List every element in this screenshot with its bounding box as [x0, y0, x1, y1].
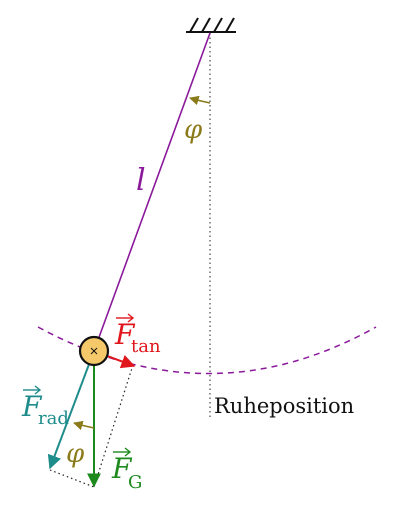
force-decomposition-line-right: [93, 364, 134, 488]
angle-marker-top: [189, 95, 211, 106]
angle-marker-bottom: [73, 420, 95, 431]
ceiling-mount-icon: [186, 17, 236, 33]
tangential-force-symbol: F: [114, 318, 136, 351]
gravity-force-label: F G: [111, 447, 142, 493]
swing-arc: [37, 326, 377, 375]
gravity-force-symbol: F: [111, 452, 133, 485]
radial-force-label: F rad: [21, 385, 69, 429]
radial-force-symbol: F: [21, 390, 43, 423]
force-decomposition-line-bottom: [49, 469, 95, 488]
angle-label-top: φ: [184, 115, 203, 145]
pendulum-string: [93, 32, 211, 352]
rest-position-label: Ruheposition: [214, 394, 354, 418]
radial-force-arrow: [47, 350, 95, 470]
gravity-force-subscript: G: [128, 472, 142, 493]
tangential-force-label: F tan: [114, 313, 161, 357]
tangential-force-subscript: tan: [131, 336, 161, 357]
bob-mass-icon: [78, 335, 110, 367]
pendulum-length-label: l: [136, 163, 146, 198]
angle-label-bottom: φ: [66, 439, 85, 469]
radial-force-subscript: rad: [38, 408, 69, 429]
